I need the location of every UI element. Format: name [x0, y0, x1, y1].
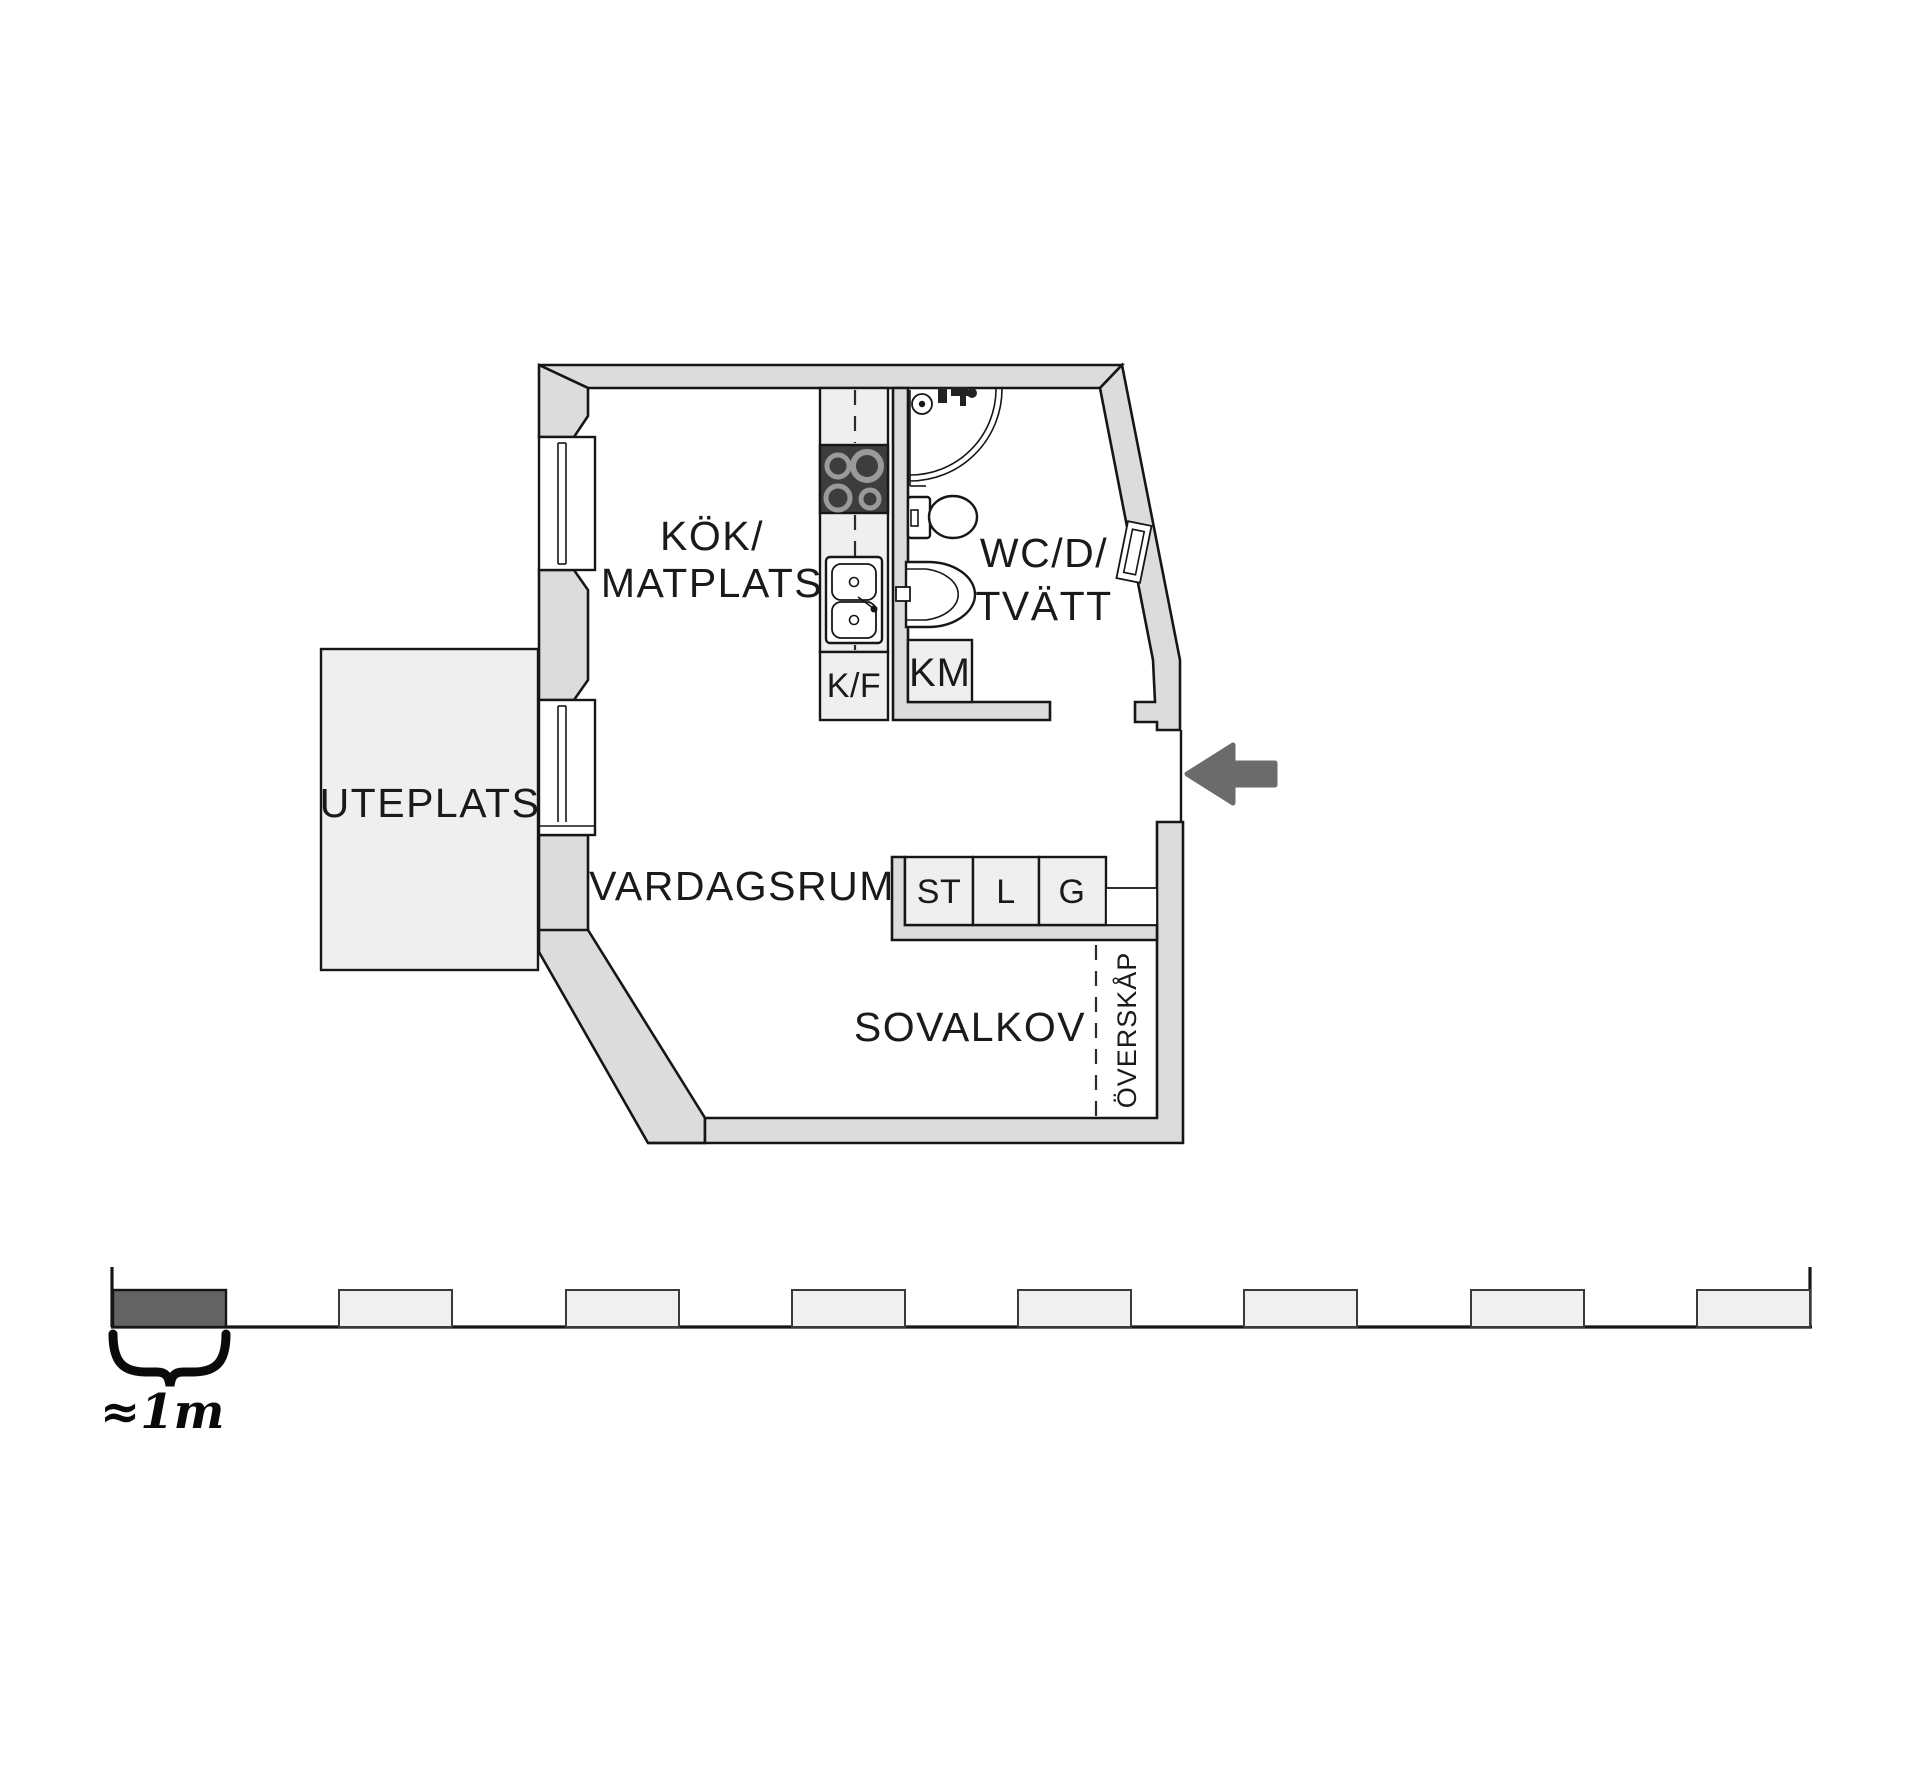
- scale-label: ≈1m: [100, 1384, 224, 1440]
- wall-bathroom: [891, 386, 1052, 722]
- scale-brace: [108, 1329, 231, 1387]
- bathroom-label-line1: WC/D/: [980, 530, 1108, 576]
- scale-segments-light: [338, 1289, 1811, 1328]
- washing-machine-box: [906, 638, 974, 704]
- stove-burner-icons: [823, 449, 884, 513]
- bathroom-label-line2: TVÄTT: [975, 583, 1112, 629]
- overhead-cabinet-label: ÖVERSKÅP: [1111, 952, 1142, 1109]
- wall-left-lower: [537, 833, 590, 945]
- scale-segment-dark: [111, 1288, 228, 1329]
- fridge-freezer-label: K/F: [827, 667, 881, 705]
- shower: [909, 387, 1003, 487]
- closet-st-label: ST: [917, 873, 961, 911]
- sleeping-alcove-label: SOVALKOV: [854, 1004, 1086, 1050]
- kitchen-label-line2: MATPLATS: [601, 560, 823, 606]
- closet-g-box: [1037, 855, 1108, 927]
- patio-label: UTEPLATS: [320, 780, 541, 826]
- kitchen-sink: [824, 555, 884, 645]
- wall-left-middle: [537, 568, 590, 702]
- windows: [537, 435, 1153, 837]
- window-upper: [537, 435, 597, 572]
- kitchen-counter: K/F: [818, 386, 890, 722]
- closet-g-label: G: [1059, 873, 1086, 911]
- window-lower: [537, 698, 597, 837]
- closet-l-label: L: [996, 873, 1015, 911]
- window-diagonal-vent: [1115, 520, 1153, 584]
- washing-machine-label: KM: [909, 651, 971, 695]
- wall-bottom-right: [648, 820, 1185, 1145]
- patio-area: [319, 647, 540, 972]
- entry-arrow-icon: [1184, 742, 1278, 806]
- bathroom: KM: [895, 387, 1003, 704]
- living-room-label: VARDAGSRUM: [589, 863, 895, 909]
- toilet: [906, 494, 979, 540]
- closet-l-box: [971, 855, 1041, 927]
- closet-niche: [1105, 887, 1158, 926]
- wall-left-upper: [537, 362, 590, 439]
- wash-basin: [895, 560, 977, 629]
- shower-mixer-icon: [938, 387, 977, 406]
- wall-top: [538, 363, 1126, 390]
- closets: ST L G: [903, 855, 1158, 927]
- wall-chamfer: [537, 928, 707, 1145]
- kitchen-label-line1: KÖK/: [660, 513, 764, 559]
- scale-bar: ≈1m: [100, 1267, 1812, 1440]
- fridge-freezer-box: [818, 650, 890, 722]
